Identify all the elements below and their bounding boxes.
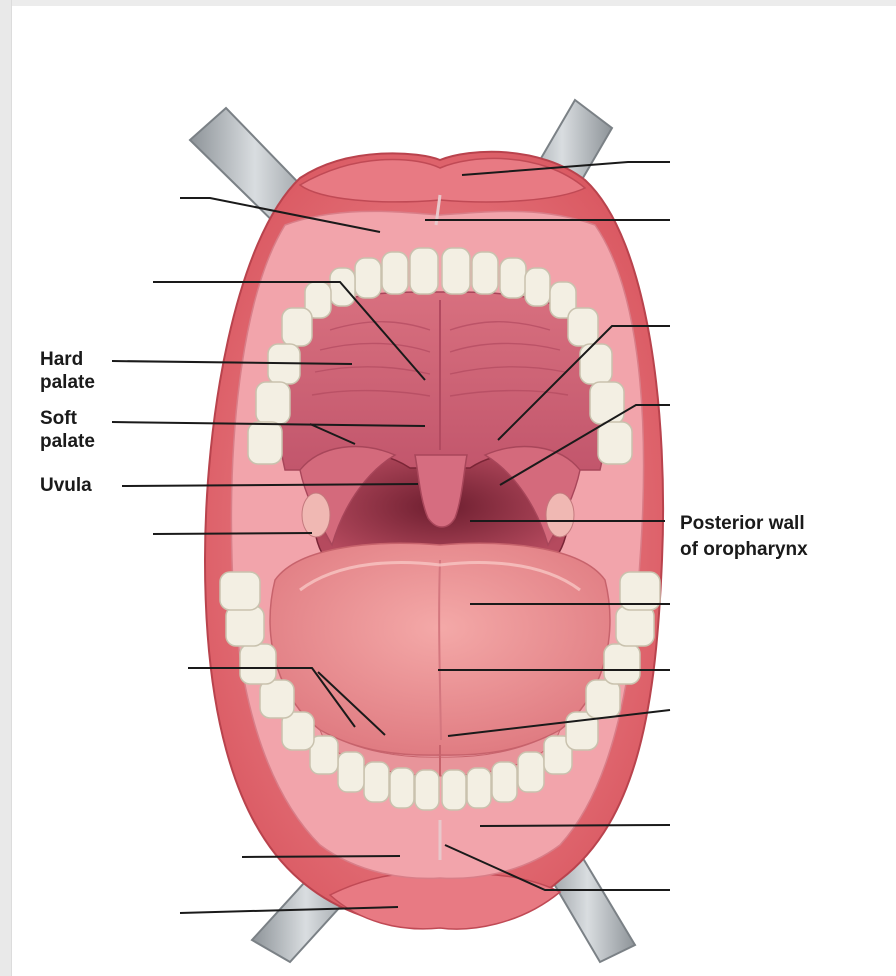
- label-soft-palate-line1: Soft: [40, 408, 77, 430]
- label-hard-palate-line2: palate: [40, 372, 95, 394]
- leader-tonsil-left: [153, 533, 312, 534]
- label-soft-palate-line2: palate: [40, 431, 95, 453]
- palatine-tonsil-left: [302, 493, 330, 537]
- palatine-tonsil-right: [546, 493, 574, 537]
- label-posterior-wall-line2: of oropharynx: [680, 539, 808, 561]
- leader-lower-left-2: [242, 856, 400, 857]
- label-uvula: Uvula: [40, 475, 92, 497]
- leader-lower-right-2: [480, 825, 670, 826]
- label-hard-palate-line1: Hard: [40, 349, 83, 371]
- label-posterior-wall-line1: Posterior wall: [680, 513, 805, 535]
